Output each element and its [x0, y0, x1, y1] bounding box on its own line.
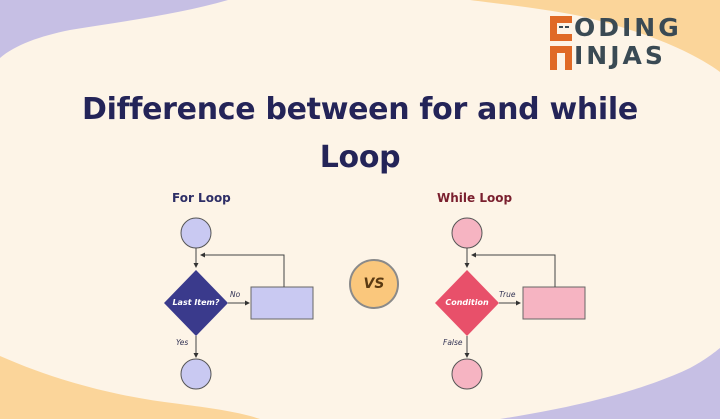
while-end-node: [451, 358, 483, 390]
vs-text: VS: [363, 276, 385, 292]
title-line-2: Loop: [319, 140, 401, 175]
while-decision-text: Condition: [445, 298, 489, 307]
bottom-left-orange-wave: [0, 356, 260, 419]
while-decision-diamond: [435, 270, 499, 336]
ninja-logo-icon: [550, 16, 572, 70]
top-left-lavender-wave: [0, 0, 228, 58]
while-loop-flowchart: [435, 217, 586, 390]
for-loop-label: For Loop: [172, 191, 231, 205]
coding-ninjas-logo: ODING INJAS: [548, 12, 708, 74]
while-false-label: False: [443, 338, 463, 347]
while-body-node: [522, 286, 586, 320]
while-loop-back-arrow: [471, 252, 556, 287]
while-true-label: True: [499, 290, 516, 299]
for-start-node: [180, 217, 212, 249]
for-yes-label: Yes: [176, 338, 189, 347]
page-title: Difference between for and while Loop: [0, 86, 720, 182]
for-end-node: [180, 358, 212, 390]
bottom-right-lavender-wave: [500, 348, 720, 419]
top-right-orange-wave: [470, 0, 720, 72]
for-loop-back-arrow: [200, 252, 285, 287]
logo-text-bottom: INJAS: [574, 41, 666, 70]
logo-text-top: ODING: [574, 13, 682, 42]
while-loop-label: While Loop: [437, 191, 513, 205]
for-decision-text: Last Item?: [172, 298, 220, 307]
for-no-label: No: [230, 290, 241, 299]
vs-badge: VS: [349, 259, 399, 309]
while-start-node: [451, 217, 483, 249]
for-loop-flowchart: [164, 217, 314, 390]
for-body-node: [250, 286, 314, 320]
title-line-1: Difference between for and while: [82, 92, 638, 127]
for-decision-diamond: [164, 270, 228, 336]
